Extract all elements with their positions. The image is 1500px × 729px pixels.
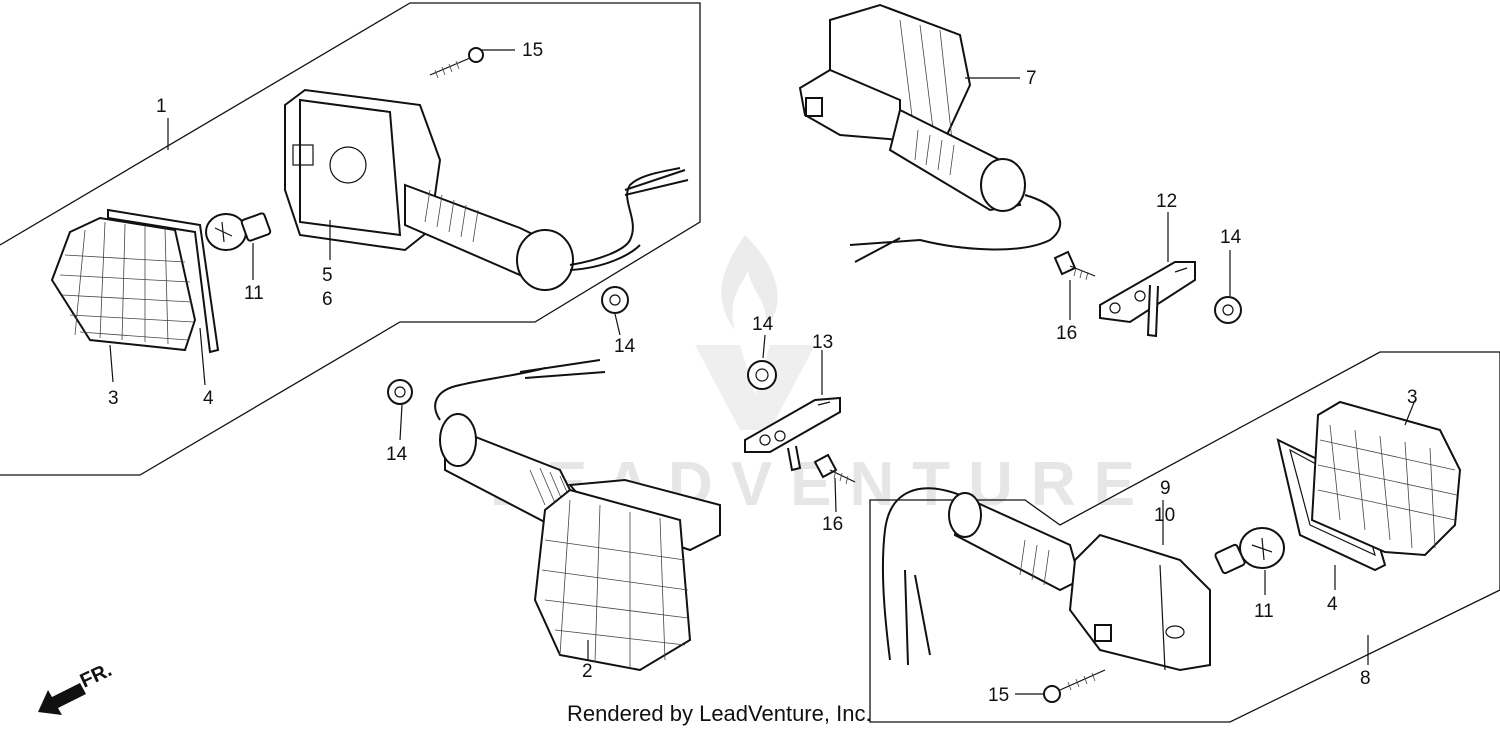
- signal-top-right: [798, 3, 1062, 263]
- callout-14-left-lower: 14: [386, 444, 408, 465]
- callout-10: 10: [1154, 505, 1175, 526]
- screw-bottom: [1043, 669, 1106, 703]
- callout-8: 8: [1360, 668, 1371, 689]
- nut-right: [1214, 296, 1242, 324]
- callout-16-upper-right: 16: [1056, 323, 1077, 344]
- callout-13: 13: [812, 332, 833, 353]
- callout-11-right: 11: [1254, 601, 1274, 622]
- screw-top: [429, 47, 484, 79]
- bulb-left: [205, 212, 272, 251]
- bulb-right: [1214, 527, 1285, 575]
- watermark-flame-icon: [721, 235, 778, 330]
- render-credit: Rendered by LeadVenture, Inc.: [567, 701, 872, 726]
- front-direction-marker: FR.: [38, 659, 115, 715]
- bolt-center: [813, 453, 856, 485]
- callout-2: 2: [582, 661, 593, 682]
- callout-15-bottom: 15: [988, 685, 1009, 706]
- callout-3-left: 3: [108, 388, 119, 409]
- callout-16-center: 16: [822, 514, 843, 535]
- callout-14-upper-middle: 14: [614, 336, 636, 357]
- gasket-left: [107, 208, 220, 354]
- callout-15-top: 15: [522, 40, 543, 61]
- callout-labels: 15 1 5 6 11 3 4 14 14 14 13 16 2 7 12 14…: [108, 40, 1418, 706]
- callout-3-right: 3: [1407, 387, 1418, 408]
- callout-11-left: 11: [244, 283, 264, 304]
- nut-center: [747, 360, 777, 390]
- bracket-upper-right: [1099, 261, 1196, 338]
- callout-4-right: 4: [1327, 594, 1338, 615]
- callout-7: 7: [1026, 68, 1037, 89]
- front-arrow-icon: [38, 683, 86, 715]
- callout-14-center: 14: [752, 314, 774, 335]
- bracket-center: [744, 396, 841, 472]
- signal-bottom-right: [881, 487, 1211, 672]
- lens-right: [1310, 400, 1462, 557]
- kit-boundary-8: [869, 351, 1500, 723]
- leader-lines: [109, 49, 1416, 695]
- front-label: FR.: [77, 659, 115, 693]
- signal-bottom-middle: [434, 359, 721, 672]
- nut-upper-middle: [601, 286, 629, 314]
- watermark-v-icon: [695, 345, 815, 430]
- callout-9: 9: [1160, 478, 1171, 499]
- callout-14-right: 14: [1220, 227, 1242, 248]
- callout-4-left: 4: [203, 388, 214, 409]
- callout-12: 12: [1156, 191, 1177, 212]
- callout-6: 6: [322, 289, 333, 310]
- nut-left-lower: [387, 379, 413, 405]
- lens-left: [50, 216, 197, 352]
- housing-left: [284, 88, 689, 291]
- kit-boundary-1: [0, 2, 701, 476]
- callout-1: 1: [156, 96, 167, 117]
- callout-5: 5: [322, 265, 333, 286]
- bolt-upper-right: [1053, 250, 1096, 281]
